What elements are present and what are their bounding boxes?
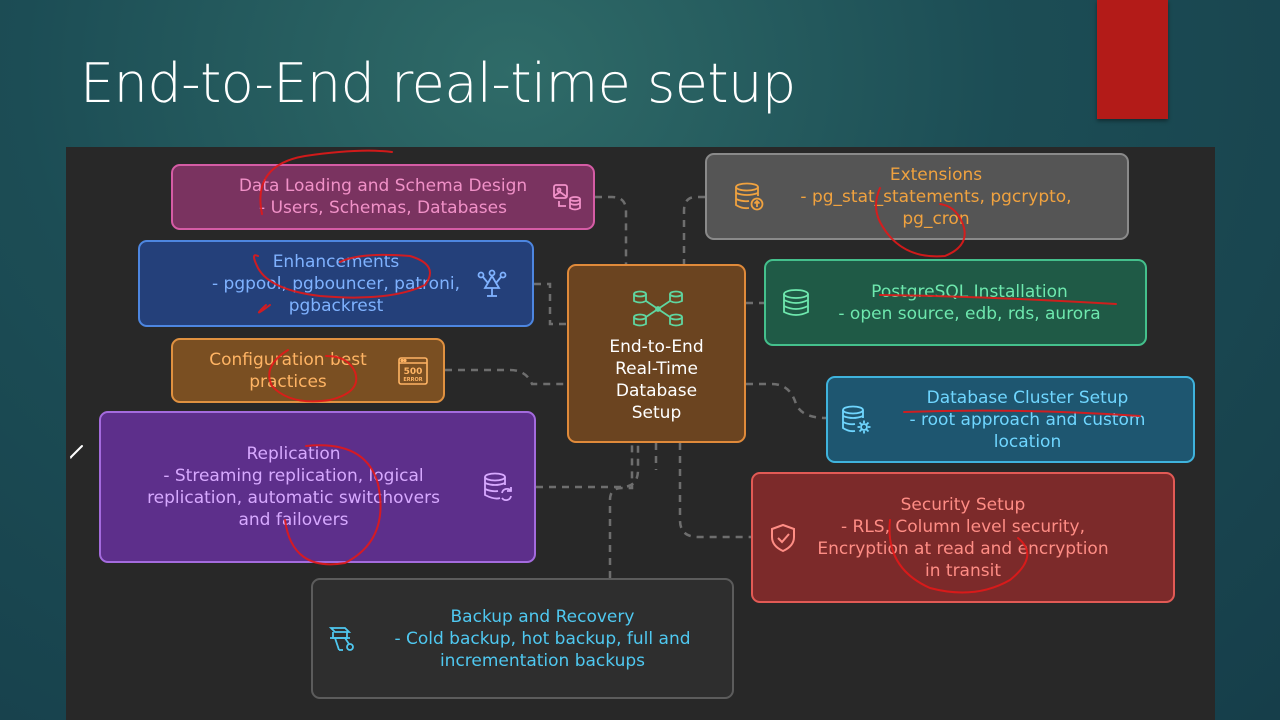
error-500-icon-number: 500 xyxy=(404,367,423,377)
node-installation: PostgreSQL Installation - open source, e… xyxy=(764,259,1147,346)
node-replication-title: Replication xyxy=(246,444,341,464)
database-icon xyxy=(780,287,812,319)
database-network-icon xyxy=(631,289,685,329)
node-backup-detail-2: incrementation backups xyxy=(439,650,646,671)
node-replication-detail-3: and failovers xyxy=(238,510,349,530)
node-extensions: Extensions - pg_stat_statements, pgcrypt… xyxy=(705,153,1129,240)
database-settings-icon xyxy=(840,404,872,436)
node-installation-detail: - open source, edb, rds, aurora xyxy=(838,303,1101,324)
slide-title: End-to-End real-time setup xyxy=(80,52,796,115)
node-replication: Replication - Streaming replication, log… xyxy=(99,411,536,563)
node-extensions-detail-2: pg_cron xyxy=(902,208,970,229)
node-cluster: Database Cluster Setup - root approach a… xyxy=(826,376,1195,463)
node-configuration-line-2: practices xyxy=(249,371,327,392)
node-data-loading-detail: - Users, Schemas, Databases xyxy=(259,198,507,218)
node-center-line-4: Setup xyxy=(631,403,682,423)
node-extensions-detail-1: - pg_stat_statements, pgcrypto, xyxy=(800,186,1072,207)
node-replication-detail-1: - Streaming replication, logical xyxy=(163,466,424,486)
error-500-icon-label: ERROR xyxy=(403,377,422,383)
node-backup: Backup and Recovery - Cold backup, hot b… xyxy=(311,578,734,699)
node-replication-detail-2: replication, automatic switchovers xyxy=(147,488,440,508)
node-security-detail-2: Encryption at read and encryption xyxy=(817,538,1109,559)
image-database-icon xyxy=(551,181,583,213)
backup-tools-icon xyxy=(325,623,357,655)
shield-check-icon xyxy=(767,522,799,554)
node-enhancements-title: Enhancements xyxy=(272,251,400,272)
node-backup-detail-1: - Cold backup, hot backup, full and xyxy=(394,628,691,649)
database-upload-icon xyxy=(733,181,765,213)
node-extensions-title: Extensions xyxy=(889,164,983,185)
node-backup-title: Backup and Recovery xyxy=(450,606,635,627)
node-center-line-3: Database xyxy=(615,381,698,401)
node-cluster-title: Database Cluster Setup xyxy=(926,387,1129,408)
node-data-loading: Data Loading and Schema Design - Users, … xyxy=(171,164,595,230)
node-security-title: Security Setup xyxy=(900,494,1026,515)
node-cluster-detail-2: location xyxy=(993,431,1062,452)
node-configuration-line-1: Configuration best xyxy=(209,349,367,370)
node-center-line-1: End-to-End xyxy=(609,337,704,357)
node-security-detail-3: in transit xyxy=(925,560,1001,581)
node-security: Security Setup - RLS, Column level secur… xyxy=(751,472,1175,603)
network-tree-icon xyxy=(476,268,508,300)
node-enhancements-detail-1: - pgpool, pgbouncer, patroni, xyxy=(212,273,460,294)
node-center: End-to-End Real-Time Database Setup xyxy=(567,264,746,443)
node-enhancements-detail-2: pgbackrest xyxy=(288,295,384,316)
node-cluster-detail-1: - root approach and custom xyxy=(909,409,1146,430)
node-enhancements: Enhancements - pgpool, pgbouncer, patron… xyxy=(138,240,534,327)
database-sync-icon xyxy=(482,471,514,503)
pen-cursor-icon xyxy=(70,445,83,459)
node-center-line-2: Real-Time xyxy=(615,359,698,379)
node-data-loading-title: Data Loading and Schema Design xyxy=(238,176,528,196)
node-installation-title: PostgreSQL Installation xyxy=(871,281,1068,302)
node-security-detail-1: - RLS, Column level security, xyxy=(840,516,1086,537)
red-accent-bar xyxy=(1097,0,1168,119)
